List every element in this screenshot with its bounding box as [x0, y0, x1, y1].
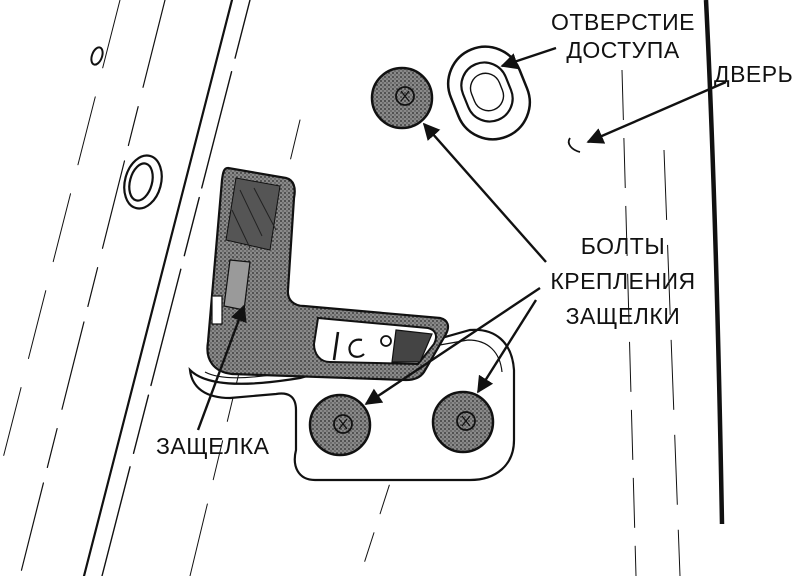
- label-bolts: БОЛТЫ КРЕПЛЕНИЯ ЗАЩЕЛКИ: [540, 232, 706, 330]
- label-latch: ЗАЩЕЛКА: [156, 433, 270, 459]
- label-access-hole: ОТВЕРСТИЕ ДОСТУПА: [548, 8, 698, 64]
- access-hole-icon: [447, 45, 531, 141]
- lower-left-bolt-icon: [308, 393, 372, 457]
- door-frame-lines: [0, 0, 421, 576]
- leader-arrows: [196, 46, 727, 431]
- latch-striker-window: [312, 316, 437, 366]
- arrow-to-lower-right-bolt: [476, 299, 538, 394]
- arrow-to-latch: [196, 304, 247, 431]
- small-hole-icon: [90, 46, 104, 66]
- door-edge: [621, 0, 725, 576]
- label-access-hole-line-2: ДОСТУПА: [566, 37, 680, 63]
- label-bolts-line-2: КРЕПЛЕНИЯ: [550, 268, 696, 294]
- label-bolts-line-3: ЗАЩЕЛКИ: [565, 303, 681, 329]
- arrow-to-lower-left-bolt: [364, 287, 541, 405]
- arrow-to-access-hole: [500, 46, 557, 70]
- arrow-to-door: [586, 80, 727, 144]
- frame-hole-icon: [123, 154, 163, 210]
- label-bolts-line-1: БОЛТЫ: [580, 233, 666, 259]
- arrow-to-upper-bolt: [422, 122, 547, 263]
- label-access-hole-line-1: ОТВЕРСТИЕ: [551, 9, 695, 35]
- label-door: ДВЕРЬ: [714, 61, 794, 87]
- lower-right-bolt-icon: [431, 390, 495, 454]
- upper-bolt-icon: [370, 66, 434, 130]
- door-mark-icon: [567, 137, 581, 153]
